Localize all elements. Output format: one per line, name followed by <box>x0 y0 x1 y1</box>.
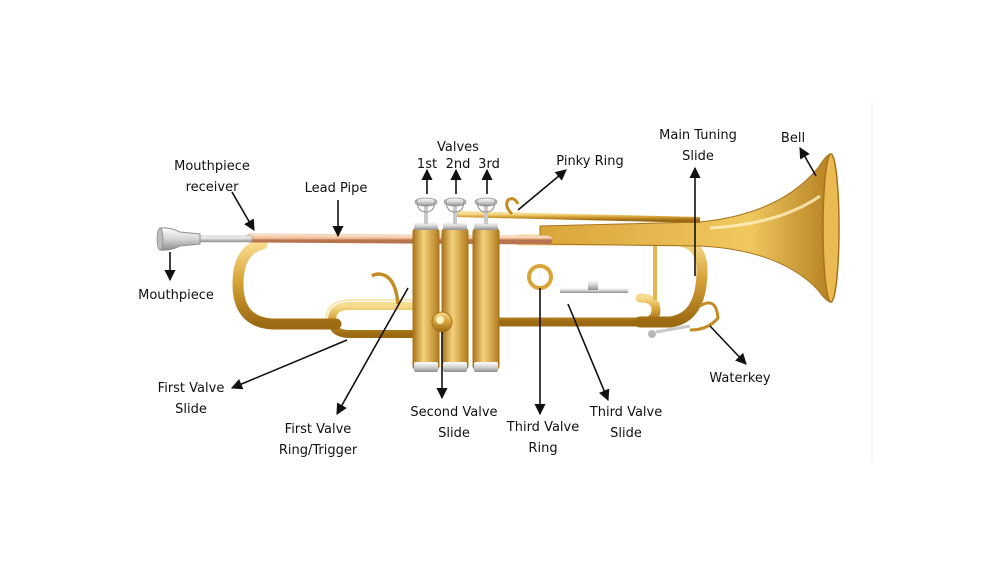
label-waterkey: Waterkey <box>709 371 771 386</box>
mouthpiece-part <box>156 227 253 251</box>
label-bell: Bell <box>780 131 806 146</box>
label-valve-3rd: 3rd <box>478 157 500 172</box>
arrow-third-valve-slide <box>567 303 610 402</box>
label-valve-1st: 1st <box>416 157 438 172</box>
valve-buttons <box>414 197 498 224</box>
lower-bow <box>232 238 342 330</box>
second-valve-slide-part <box>431 311 453 333</box>
label-valve-2nd: 2nd <box>445 157 471 172</box>
label-mouthpiece: Mouthpiece <box>138 288 214 303</box>
arrow-waterkey <box>709 325 747 365</box>
first-valve-slide <box>325 299 429 338</box>
bell-part <box>539 153 840 303</box>
label-third-valve-slide: Third Valve Slide <box>589 405 663 441</box>
arrow-bell <box>799 147 817 177</box>
valve-casings <box>412 222 500 372</box>
label-mouthpiece-receiver: Mouthpiece receiver <box>174 159 250 195</box>
lead-pipe-part <box>245 233 553 245</box>
arrow-first-valve-ring <box>336 287 409 415</box>
label-valves: Valves <box>437 140 479 155</box>
label-second-valve-slide: Second Valve Slide <box>410 405 498 441</box>
pinky-ring-part <box>505 197 520 216</box>
label-lead-pipe: Lead Pipe <box>304 181 368 196</box>
label-main-tuning-slide: Main Tuning Slide <box>659 128 737 164</box>
main-tuning-slide <box>514 234 708 328</box>
arrow-first-valve-slide <box>230 339 348 390</box>
first-valve-ring-part <box>371 272 400 305</box>
arrow-mouthpiece-receiver <box>231 191 255 231</box>
waterkey-part <box>648 301 720 338</box>
third-valve-slide <box>495 280 661 327</box>
third-valve-ring-part <box>527 264 553 290</box>
arrow-pinky-ring <box>517 169 567 211</box>
label-first-valve-ring: First Valve Ring/Trigger <box>278 422 358 458</box>
label-pinky-ring: Pinky Ring <box>556 154 624 169</box>
label-first-valve-slide: First Valve Slide <box>157 381 225 417</box>
label-third-valve-ring: Third Valve Ring <box>506 420 580 456</box>
